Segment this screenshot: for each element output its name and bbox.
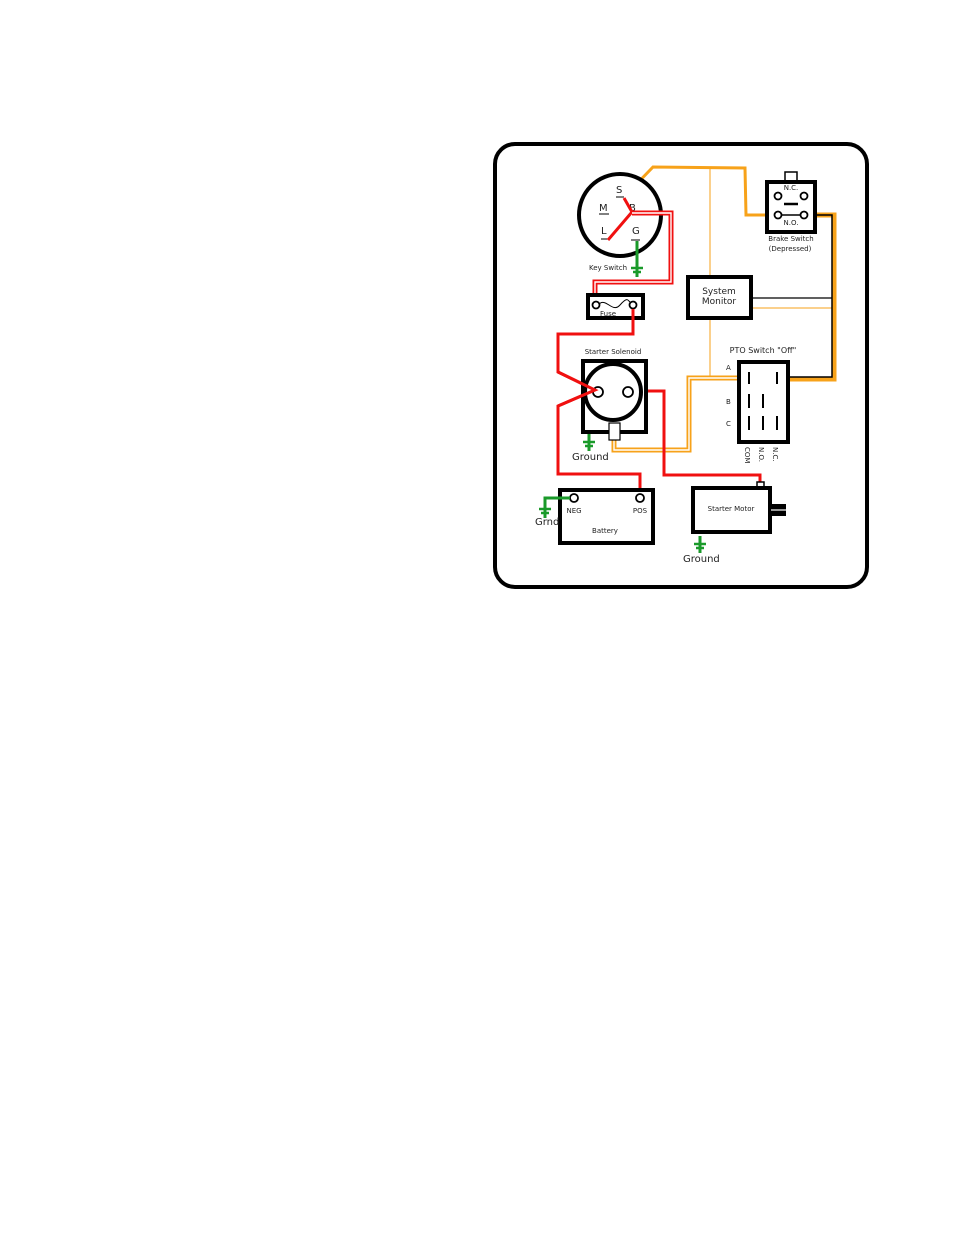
orange-wire-key-to-brake: [622, 165, 777, 217]
terminal-s-label: S: [616, 185, 622, 196]
battery-ground-label: Grnd: [535, 517, 559, 528]
key-switch-label: Key Switch: [589, 264, 627, 272]
pto-col-no: N.O.: [757, 447, 765, 462]
brake-switch-label: Brake Switch: [768, 235, 813, 243]
fuse: Fuse: [586, 293, 645, 320]
battery: NEG POS Battery: [558, 488, 655, 545]
terminal-g-label: G: [632, 226, 640, 237]
brake-nc-label: N.C.: [784, 184, 799, 192]
pto-row-a: A: [726, 364, 731, 372]
diagram-frame: [493, 142, 869, 589]
terminal-m-label: M: [599, 203, 608, 214]
battery-pos-label: POS: [633, 507, 648, 515]
pto-row-b: B: [726, 398, 731, 406]
brake-switch: N.C. N.O. Brake Switch (Depressed): [765, 171, 817, 253]
brake-no-label: N.O.: [784, 219, 799, 227]
pto-switch-label: PTO Switch "Off": [730, 346, 797, 355]
red-wire-key-to-fuse: [592, 210, 674, 304]
fuse-label: Fuse: [600, 310, 616, 318]
terminal-b-label: B: [629, 203, 636, 214]
terminal-l-label: L: [601, 226, 607, 237]
pto-col-com: COM: [743, 447, 751, 463]
starter-ground-label: Ground: [683, 554, 720, 565]
brake-switch-sublabel: (Depressed): [769, 245, 812, 253]
starter-motor: Starter Motor Ground: [683, 481, 786, 565]
system-monitor-label-2: Monitor: [702, 297, 737, 307]
orange-wire-solenoid-to-pto: [611, 375, 750, 453]
solenoid-ground-label: Ground: [572, 452, 609, 463]
starter-solenoid: Starter Solenoid Ground: [572, 348, 648, 463]
battery-neg-label: NEG: [566, 507, 581, 515]
battery-label: Battery: [592, 527, 618, 535]
system-monitor: System Monitor: [686, 275, 753, 320]
pto-col-nc: N.C.: [771, 447, 779, 462]
red-wire-solenoid-to-starter: [630, 389, 762, 483]
orange-signal-wires: [709, 168, 833, 376]
starter-motor-label: Starter Motor: [708, 505, 755, 513]
system-monitor-label-1: System: [702, 287, 736, 297]
pto-switch: PTO Switch "Off" A B C COM N.O. N.C.: [726, 346, 796, 463]
pto-row-c: C: [726, 420, 731, 428]
starter-solenoid-label: Starter Solenoid: [585, 348, 642, 356]
